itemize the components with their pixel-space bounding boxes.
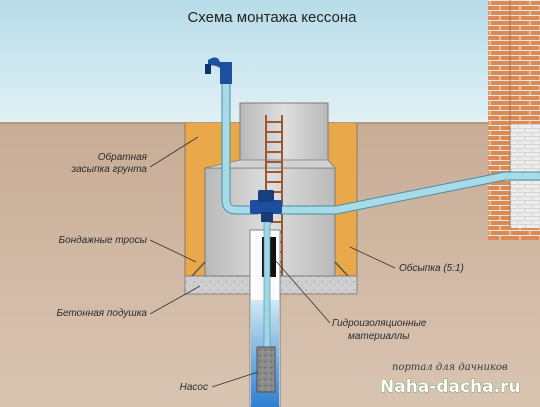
leader-pump [211, 371, 259, 388]
label-pump: Насос [180, 382, 208, 393]
leader-sprinkle [349, 246, 396, 269]
label-sprinkle: Обсыпка (5:1) [399, 262, 464, 274]
caisson-shaft [239, 102, 329, 169]
outlet-pipe-fill [280, 172, 540, 214]
leader-pad [149, 285, 201, 315]
leader-backfill [149, 136, 199, 168]
house-wall-upper [510, 0, 540, 124]
outdoor-tap-icon [205, 57, 232, 84]
leader-waterproofing [275, 260, 331, 324]
diagram-title: Схема монтажа кессона [187, 9, 357, 26]
label-backfill-line1: Обратная [98, 151, 148, 163]
bandage-cable-right [334, 261, 349, 277]
leader-bandage [149, 239, 197, 263]
label-bandage-cables: Бондажные тросы [59, 235, 148, 246]
label-waterproofing-line2: материаллы [348, 331, 410, 342]
pump [256, 346, 276, 393]
watermark-site: Naha-dacha.ru [380, 377, 521, 397]
label-backfill-line2: засыпка грунта [71, 164, 148, 175]
drop-pipe [263, 214, 271, 356]
intake-pipe-fill [222, 82, 258, 214]
label-concrete-pad: Бетонная подушка [57, 308, 148, 319]
valve-assembly [250, 190, 282, 222]
label-waterproofing-line1: Гидроизоляционные [332, 318, 427, 329]
bandage-cable-left [191, 261, 206, 277]
watermark-tagline: портал для дачников [392, 362, 508, 373]
